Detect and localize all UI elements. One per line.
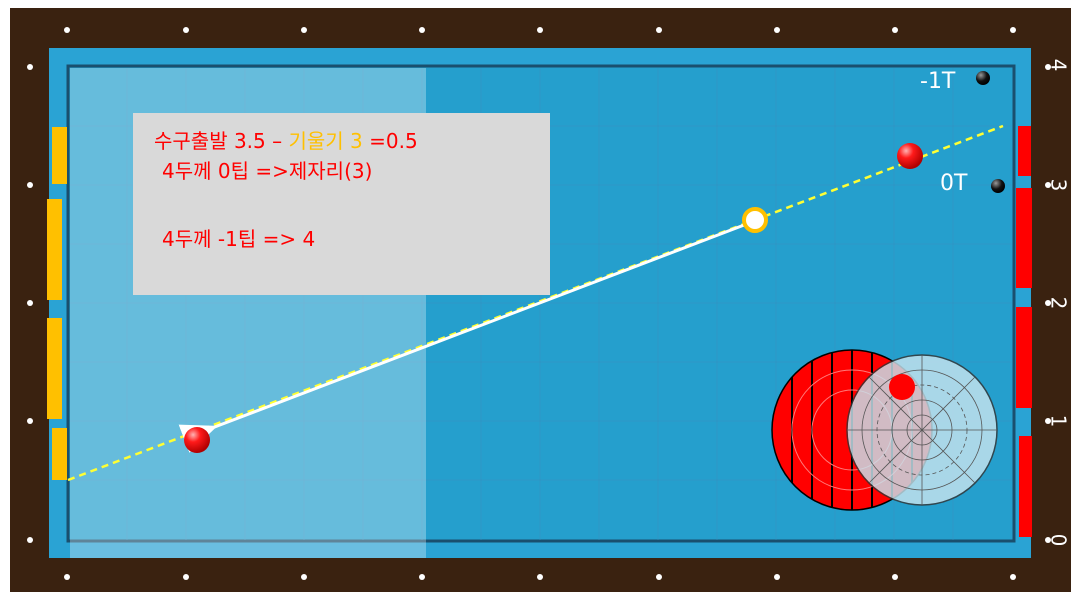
contact-point [889,374,915,400]
rail-number-4: 4 [1046,58,1071,72]
aim-line [67,124,1004,482]
thickness-gauge [771,349,998,511]
left-rail-markers [47,127,67,480]
cue-ball [742,207,768,233]
right-rail-markers [1016,126,1032,537]
info-line-1: 수구출발 3.5 – 기울기 3 =0.5 [154,129,418,153]
left-diamonds [27,64,33,543]
info-text-result: =0.5 [362,129,418,153]
info-text-slope: 기울기 3 [288,129,363,153]
label-tip-zero: 0T [940,171,968,196]
rail-number-3: 3 [1046,178,1071,192]
red-ball-top [897,143,923,169]
rail-number-1: 1 [1046,414,1071,428]
info-panel: 수구출발 3.5 – 기울기 3 =0.5 4두께 0팁 =>제자리(3) 4두… [133,113,550,295]
label-tip-minus1: -1T [920,69,956,94]
info-line-2: 4두께 0팁 =>제자리(3) [162,159,373,183]
rail-number-0: 0 [1046,533,1071,547]
red-ball-bottom [184,427,210,453]
top-diamonds [64,27,1016,33]
tip-marker-minus1 [976,71,990,85]
ball-path [178,220,753,453]
right-diamonds [1045,64,1051,543]
rail-number-2: 2 [1046,296,1071,310]
tip-marker-zero [991,179,1005,193]
bottom-diamonds [64,574,1016,580]
info-text-start: 수구출발 3.5 – [154,129,289,153]
info-line-3: 4두께 -1팁 => 4 [162,227,316,251]
